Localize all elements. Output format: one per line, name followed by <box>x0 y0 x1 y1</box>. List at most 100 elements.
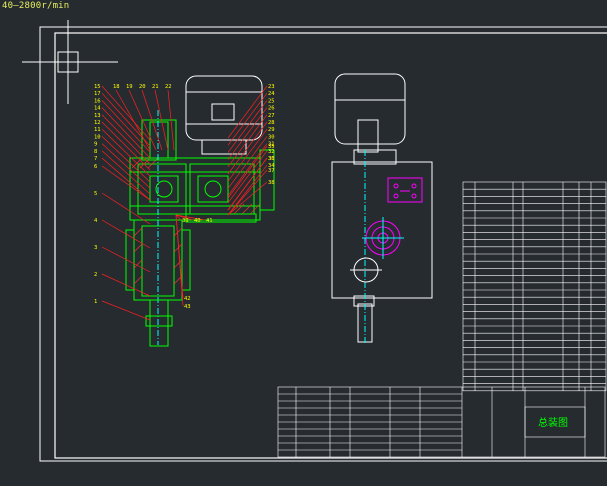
leader-14 <box>101 107 151 159</box>
part-label-40: 40 <box>194 218 201 224</box>
part-label-30: 30 <box>268 134 275 140</box>
part-label-36: 36 <box>268 156 275 162</box>
part-label-17: 17 <box>94 91 101 97</box>
gearbox-side <box>331 149 433 345</box>
motor-front <box>185 75 263 155</box>
side-view <box>331 73 433 345</box>
part-label-39: 39 <box>182 218 189 224</box>
leader-12 <box>101 121 151 171</box>
part-label-27: 27 <box>268 113 275 119</box>
part-label-28: 28 <box>268 120 275 126</box>
leader-2 <box>101 273 151 297</box>
leader-1 <box>101 300 151 321</box>
leader-20 <box>141 89 163 151</box>
leader-30 <box>227 136 268 189</box>
part-label-8: 8 <box>94 149 97 155</box>
part-label-42: 42 <box>184 296 191 302</box>
part-label-23: 23 <box>268 84 275 90</box>
part-label-11: 11 <box>94 127 101 133</box>
part-label-5: 5 <box>94 191 97 197</box>
part-label-41: 41 <box>206 218 213 224</box>
part-label-4: 4 <box>94 218 98 224</box>
part-label-21: 21 <box>152 84 159 90</box>
leader-6 <box>101 165 151 201</box>
leader-3 <box>101 246 151 273</box>
leader-41 <box>175 214 206 221</box>
leader-36 <box>227 157 268 211</box>
part-label-2: 2 <box>94 272 97 278</box>
motor-side <box>334 73 406 153</box>
title-block-name: 总装图 <box>538 416 568 429</box>
leader-4 <box>101 219 151 249</box>
part-label-29: 29 <box>268 127 275 133</box>
leader-23 <box>227 85 268 139</box>
part-label-14: 14 <box>94 106 101 112</box>
leader-26 <box>227 107 268 160</box>
leader-27 <box>227 114 268 168</box>
leader-11 <box>101 128 151 177</box>
part-label-9: 9 <box>94 142 97 148</box>
leader-24 <box>227 92 268 146</box>
part-label-15: 15 <box>94 84 101 90</box>
part-label-7: 7 <box>94 156 97 162</box>
nameplate <box>387 177 423 203</box>
part-label-18: 18 <box>113 84 120 90</box>
part-label-33: 33 <box>268 156 275 162</box>
leader-17 <box>101 92 151 147</box>
gearbox <box>129 157 261 221</box>
crosshair-cursor <box>22 20 118 104</box>
leader-10 <box>101 136 151 183</box>
part-label-43: 43 <box>184 304 191 310</box>
leader-28 <box>227 121 268 175</box>
title-block <box>277 386 606 458</box>
leader-15 <box>101 85 151 141</box>
leader-lines <box>101 85 268 321</box>
leader-31 <box>227 143 268 196</box>
part-label-31: 31 <box>268 142 275 148</box>
leader-21 <box>154 89 169 151</box>
leader-9 <box>101 143 151 189</box>
part-label-12: 12 <box>94 120 101 126</box>
part-label-1: 1 <box>94 299 97 305</box>
housing-hatching <box>133 227 183 285</box>
leader-29 <box>227 128 268 182</box>
part-label-35: 35 <box>268 144 275 150</box>
part-label-32: 32 <box>268 149 275 155</box>
part-label-10: 10 <box>94 134 101 140</box>
part-label-38: 38 <box>268 180 275 186</box>
part-label-24: 24 <box>268 91 275 97</box>
parts-list-table <box>462 181 607 392</box>
leader-37 <box>227 169 268 216</box>
part-label-3: 3 <box>94 245 97 251</box>
part-label-13: 13 <box>94 113 101 119</box>
part-label-25: 25 <box>268 98 275 104</box>
leader-16 <box>101 100 151 153</box>
handwheel <box>362 217 404 259</box>
part-label-34: 34 <box>268 163 275 169</box>
speed-note: 40—2800r/min <box>2 1 70 11</box>
drawing-frame <box>39 26 607 462</box>
leader-22 <box>167 89 175 151</box>
part-label-37: 37 <box>268 168 275 174</box>
sight-glass <box>350 257 382 283</box>
bom-outline <box>462 181 607 392</box>
part-label-19: 19 <box>126 84 133 90</box>
leader-35 <box>227 145 268 199</box>
leader-7 <box>101 157 151 201</box>
leader-13 <box>101 114 151 165</box>
leader-38 <box>227 181 268 216</box>
leader-34 <box>227 164 268 216</box>
part-label-26: 26 <box>268 106 275 112</box>
leader-5 <box>101 192 151 225</box>
leader-39 <box>175 214 182 221</box>
spindle-housing <box>125 110 191 347</box>
leader-43 <box>175 214 184 307</box>
leader-8 <box>101 150 151 195</box>
leader-32 <box>227 150 268 204</box>
part-label-22: 22 <box>165 84 172 90</box>
part-label-16: 16 <box>94 98 101 104</box>
